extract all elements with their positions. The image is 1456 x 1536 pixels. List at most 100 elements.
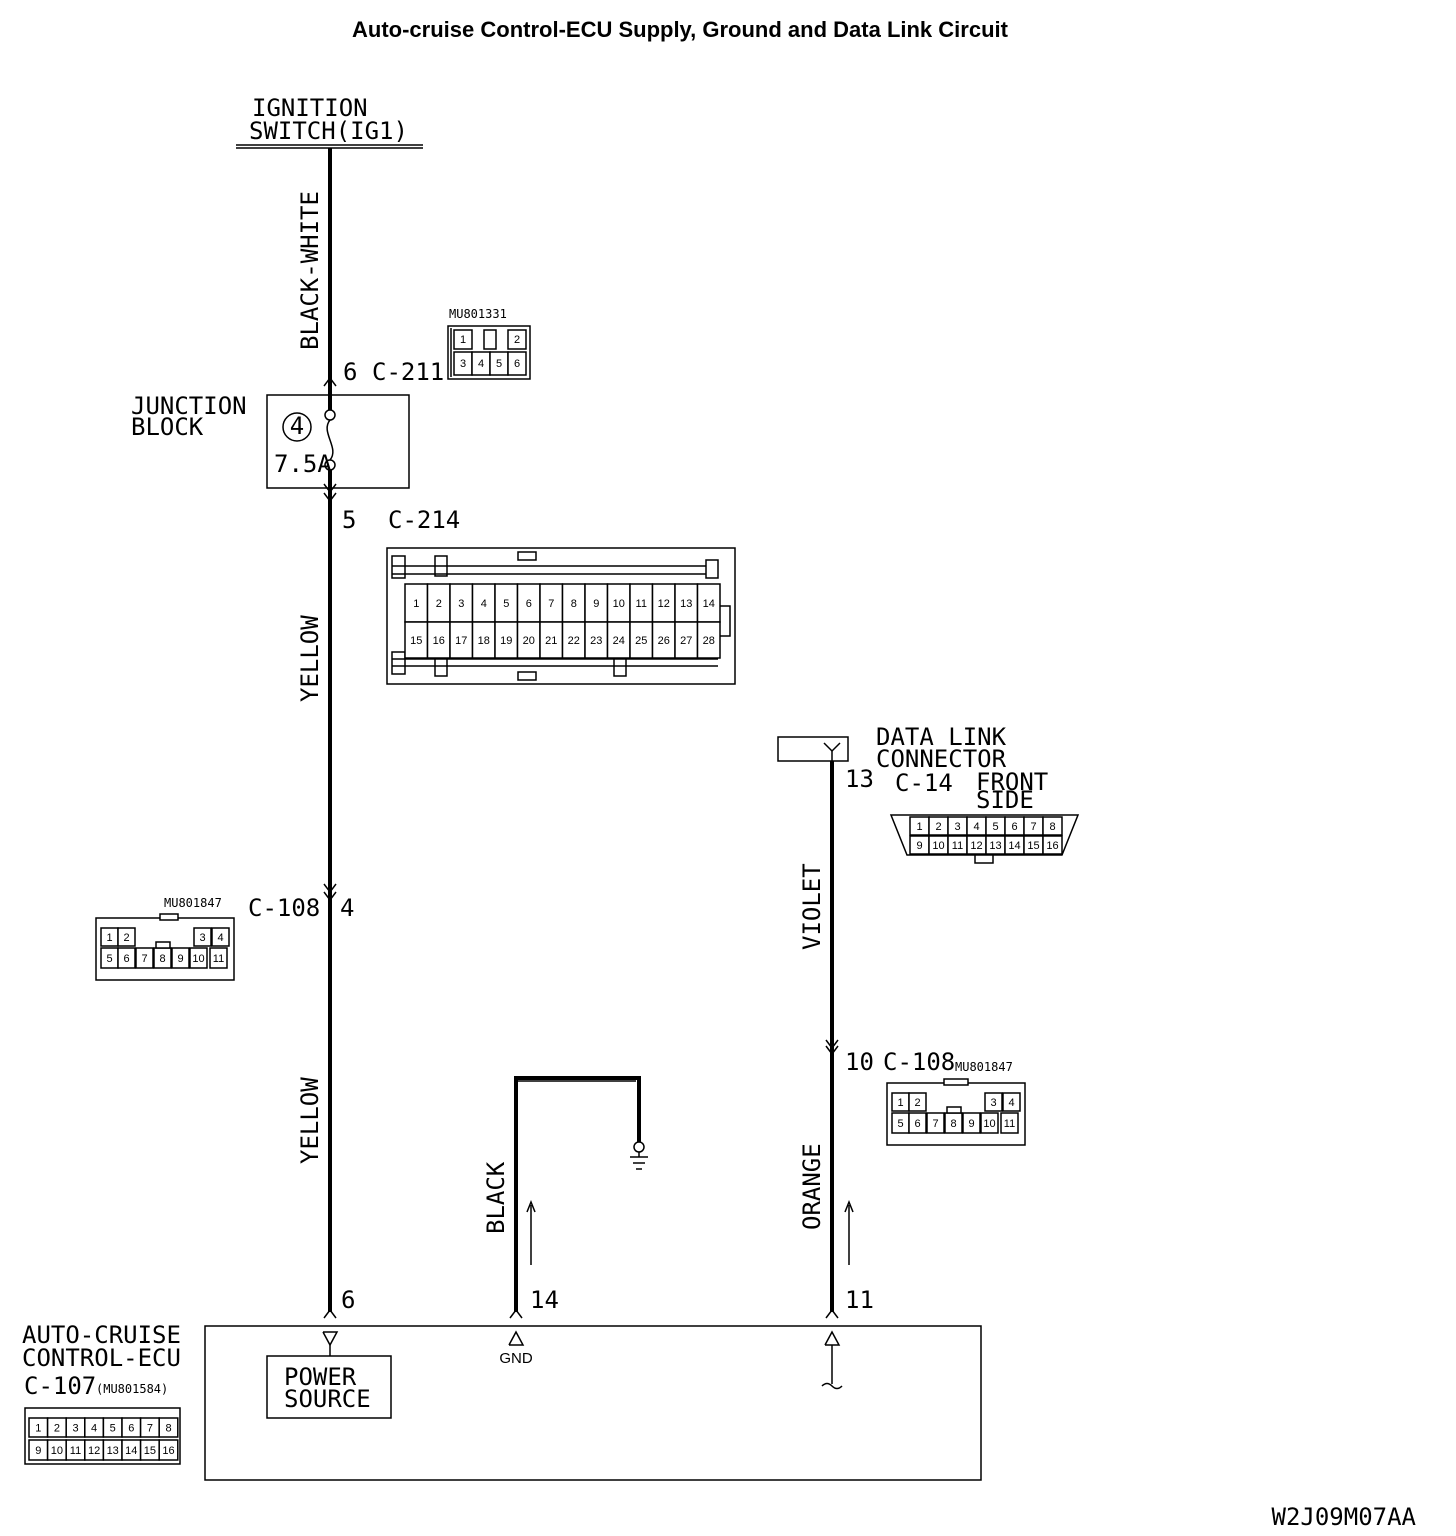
c108-left-pin-8: 8 (159, 953, 165, 965)
dlc-pin-9: 9 (916, 840, 922, 852)
c108-right-pin-6: 6 (914, 1118, 920, 1130)
dlc-pin-16: 16 (1046, 840, 1058, 852)
c108-right-pin-1: 1 (897, 1097, 903, 1109)
c214-pin-10: 10 (613, 598, 625, 610)
c211-pin-1: 1 (460, 334, 466, 346)
dlc-pin-14: 14 (1008, 840, 1020, 852)
c108-left-cell-9 (171, 947, 190, 969)
auto-cruise-ecu: AUTO-CRUISE CONTROL-ECU C-107 (MU801584)… (22, 1321, 982, 1481)
junction-block: JUNCTION BLOCK 4 7.5A (131, 380, 410, 503)
power-source-line2: SOURCE (284, 1385, 371, 1413)
ecu-pin-10: 10 (51, 1445, 63, 1457)
dlc-pin: 13 (845, 765, 874, 793)
wire-black (514, 1076, 641, 1312)
dlc-pin-10: 10 (932, 840, 944, 852)
c108-left-cell-3 (193, 927, 212, 947)
figure-code: W2J09M07AA (1272, 1503, 1417, 1531)
dlc-label-line2: CONNECTOR (876, 745, 1007, 773)
ecu-pin-4: 4 (91, 1422, 97, 1434)
c108-right-pin-5: 5 (897, 1118, 903, 1130)
c214-pin-9: 9 (593, 598, 599, 610)
power-source-line1: POWER (284, 1363, 357, 1391)
c108-left-pin-7: 7 (141, 953, 147, 965)
dlc-label-line1: DATA LINK (876, 723, 1007, 751)
c108-left-part-number: MU801847 (164, 896, 222, 910)
c211-pin-2: 2 (514, 334, 520, 346)
c108-right-pin-3: 3 (990, 1097, 996, 1109)
wire-label-black: BLACK (482, 1161, 510, 1234)
c214-pin-13: 13 (680, 598, 692, 610)
c108-left-pin-4: 4 (217, 932, 223, 944)
ecu-pin-12: 12 (88, 1445, 100, 1457)
dlc-pin-8: 8 (1049, 821, 1055, 833)
c214-pin-4: 4 (481, 598, 487, 610)
dlc-pin-7: 7 (1030, 821, 1036, 833)
ecu-pin-7: 7 (147, 1422, 153, 1434)
ecu-pin-8: 8 (165, 1422, 171, 1434)
ecu-label-line2: CONTROL-ECU (22, 1344, 181, 1372)
c108-right-cell-3 (984, 1092, 1003, 1112)
c214-pin-14: 14 (703, 598, 715, 610)
c214-pin-1: 1 (413, 598, 419, 610)
c108-right-pin: 10 (845, 1048, 874, 1076)
wire-label-violet: VIOLET (798, 863, 826, 950)
dlc-pin-12: 12 (970, 840, 982, 852)
c214-cell-28 (696, 621, 721, 659)
ecu-pin-1: 1 (35, 1422, 41, 1434)
c211-pin-cell-1 (453, 329, 473, 350)
c108-left-connector-mark-2 (323, 891, 337, 902)
c108-right-cell-10 (980, 1112, 999, 1134)
c214-pin: 5 (342, 506, 356, 534)
ecu-power-terminal (322, 1331, 339, 1347)
c214-key-top (517, 551, 537, 561)
fuse-number: 4 (290, 412, 304, 440)
c108-right-pin-7: 7 (932, 1118, 938, 1130)
wire-label-black-white: BLACK-WHITE (296, 191, 324, 350)
ecu-pin-3: 3 (72, 1422, 78, 1434)
c108-left-cell-11 (209, 947, 228, 969)
c108-left-pin-3: 3 (199, 932, 205, 944)
ecu-pin-6: 6 (128, 1422, 134, 1434)
power-source-box (266, 1355, 392, 1419)
c108-right-connector-mark-2 (825, 1045, 839, 1056)
ecu-pin-data: 11 (845, 1286, 874, 1314)
c108-right-pin-9: 9 (968, 1118, 974, 1130)
ecu-pin-power: 6 (341, 1286, 355, 1314)
c214-pin-15: 15 (410, 635, 422, 647)
c214-pin-7: 7 (548, 598, 554, 610)
c108-left-pin-1: 1 (106, 932, 112, 944)
c108-left-connector-mark (323, 883, 337, 894)
fuse-rating: 7.5A (274, 450, 332, 478)
ecu-pin14-mark (509, 1308, 523, 1319)
data-link-connector: DATA LINK CONNECTOR 13 C-14 FRONT SIDE 1… (777, 723, 1080, 864)
dlc-side-line2: SIDE (976, 786, 1034, 814)
ecu-pin-5: 5 (110, 1422, 116, 1434)
ignition-label-line2: SWITCH(IG1) (249, 117, 408, 145)
dlc-pin-5: 5 (992, 821, 998, 833)
ground-terminal (633, 1141, 645, 1153)
ecu-pin-14: 14 (125, 1445, 137, 1457)
c108-right-pin-10: 10 (983, 1118, 995, 1130)
c214-pin-6: 6 (526, 598, 532, 610)
c211-pin-5: 5 (496, 358, 502, 370)
ignition-switch: IGNITION SWITCH(IG1) (236, 94, 423, 149)
c108-right-key (946, 1106, 962, 1114)
c108-left-cell-4 (211, 927, 230, 947)
ecu-cell-8 (158, 1417, 179, 1438)
c108-left-lock (159, 913, 179, 921)
c214-pin-28: 28 (703, 635, 715, 647)
dlc-pin-3: 3 (954, 821, 960, 833)
c108-right-cell-4 (1002, 1092, 1021, 1112)
c214-corner-tab (705, 559, 719, 579)
dlc-pin-4: 4 (973, 821, 979, 833)
junction-block-label-line1: JUNCTION (131, 392, 247, 420)
c108-right-connector-mark (825, 1039, 839, 1050)
ecu-pin11-mark (825, 1308, 839, 1319)
c214-pin-12: 12 (658, 598, 670, 610)
c214-pin-25: 25 (635, 635, 647, 647)
ecu-gnd-label: GND (499, 1350, 533, 1367)
c214-pin-3: 3 (458, 598, 464, 610)
